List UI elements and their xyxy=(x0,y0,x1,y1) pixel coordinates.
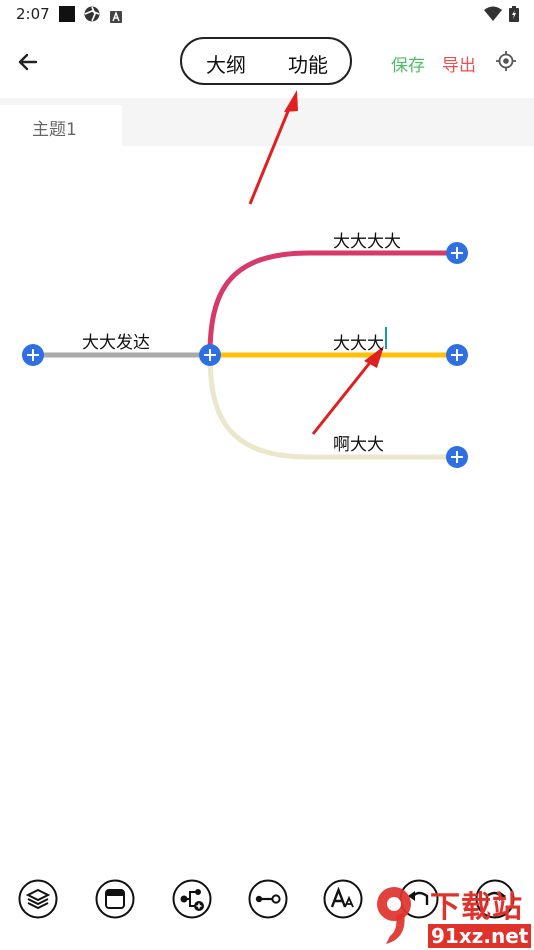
child-node-label-3[interactable]: 啊大大 xyxy=(333,435,384,455)
save-button[interactable]: 保存 xyxy=(391,56,425,76)
font-size-icon xyxy=(323,879,363,919)
wifi-icon xyxy=(484,6,502,22)
add-node-tool-button[interactable] xyxy=(172,879,212,919)
watermark-logo-icon xyxy=(377,887,411,944)
watermark-site: 91xz.net xyxy=(428,924,532,948)
arrow-left-icon xyxy=(18,53,38,71)
tab-theme-1[interactable]: 主题1 xyxy=(0,105,122,146)
redo-icon xyxy=(475,879,515,919)
root-node-label[interactable]: 大大发达 xyxy=(82,333,150,353)
watermark: 下载站 91xz.net xyxy=(360,880,534,950)
back-button[interactable] xyxy=(14,48,42,76)
child-node-label-1[interactable]: 大大大大 xyxy=(333,232,401,252)
add-node-button-2[interactable] xyxy=(446,344,468,366)
layout-tool-button[interactable] xyxy=(95,879,135,919)
top-toolbar: 大纲 功能 保存 导出 xyxy=(0,28,534,98)
child-node-label-2[interactable]: 大大大 xyxy=(333,334,384,354)
add-node-button-root[interactable] xyxy=(199,344,221,366)
window-icon xyxy=(95,879,135,919)
annotation-arrow-top xyxy=(248,90,298,205)
tab-bar: 主题1 xyxy=(0,98,534,146)
export-button[interactable]: 导出 xyxy=(442,56,476,76)
status-time: 2:07 xyxy=(16,5,50,23)
square-notification-icon xyxy=(59,6,75,22)
tab-label: 主题1 xyxy=(32,120,77,140)
aperture-icon xyxy=(84,6,100,22)
font-tool-button[interactable] xyxy=(323,879,363,919)
annotation-arrow-node xyxy=(311,346,384,435)
battery-icon xyxy=(509,6,519,22)
redo-tool-button[interactable] xyxy=(475,879,515,919)
status-bar: 2:07 xyxy=(0,0,534,28)
add-node-button-3[interactable] xyxy=(446,446,468,468)
text-caret xyxy=(385,327,387,349)
node-add-icon xyxy=(172,879,212,919)
watermark-label: 下载站 xyxy=(430,890,523,925)
connector-icon xyxy=(248,879,288,919)
connect-tool-button[interactable] xyxy=(248,879,288,919)
a-badge-icon xyxy=(110,8,122,23)
branch-connector-1 xyxy=(207,250,457,356)
layers-tool-button[interactable] xyxy=(18,879,58,919)
add-node-button-root-left[interactable] xyxy=(22,344,44,366)
undo-icon xyxy=(399,879,439,919)
mode-segmented-control: 大纲 功能 xyxy=(180,37,352,85)
tab-outline[interactable]: 大纲 xyxy=(206,53,246,77)
target-icon xyxy=(496,51,516,71)
layers-icon xyxy=(18,879,58,919)
add-node-button-1[interactable] xyxy=(446,242,468,264)
branch-connector-3 xyxy=(207,354,457,460)
locate-button[interactable] xyxy=(494,49,518,73)
undo-tool-button[interactable] xyxy=(399,879,439,919)
tab-function[interactable]: 功能 xyxy=(288,53,328,77)
